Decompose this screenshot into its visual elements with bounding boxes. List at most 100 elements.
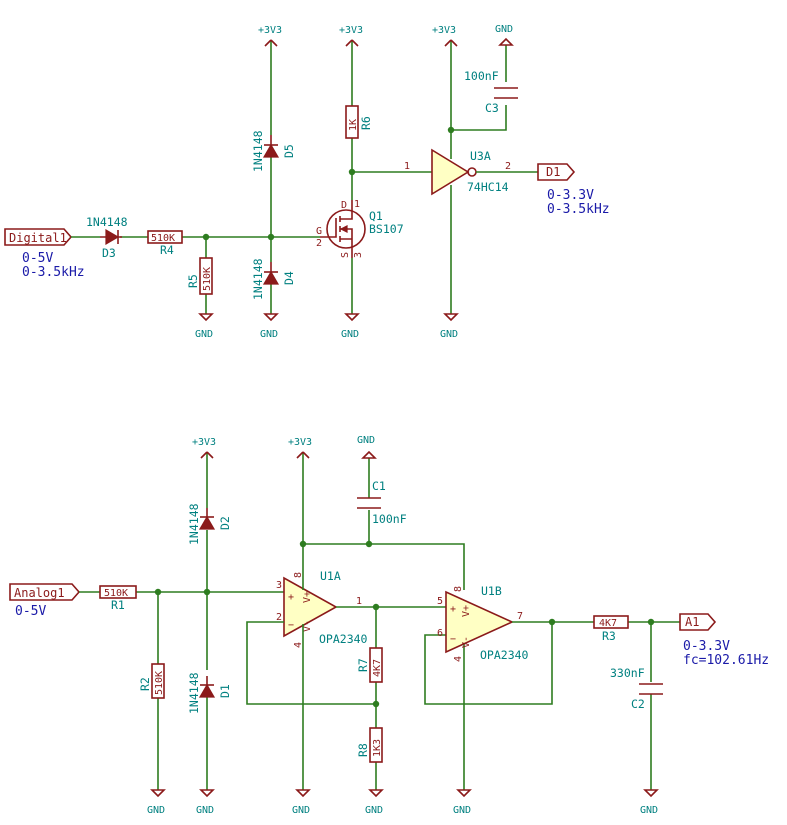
u1a-pin-4: 4 bbox=[293, 642, 304, 648]
resistor-r5[interactable]: 510K bbox=[199, 257, 213, 295]
gnd-label: GND bbox=[196, 805, 214, 816]
r7-ref: R7 bbox=[356, 658, 370, 672]
u1b-vpos: V+ bbox=[461, 605, 472, 617]
capacitor-c1[interactable] bbox=[357, 497, 381, 509]
u1a-pin-2: 2 bbox=[276, 612, 282, 623]
analog1-note-range: 0-5V bbox=[15, 604, 46, 619]
q1-pin-g: G bbox=[316, 226, 322, 237]
r6-ref: R6 bbox=[359, 116, 373, 130]
pwr-label: +3V3 bbox=[288, 437, 312, 448]
u1a-plus: + bbox=[288, 592, 294, 603]
q1-ref: Q1 bbox=[369, 209, 383, 223]
u1b-pin-4: 4 bbox=[453, 656, 464, 662]
analog1-port[interactable]: Analog1 bbox=[9, 583, 81, 601]
d1-ref: D1 bbox=[218, 684, 232, 698]
q1-pin-s: S bbox=[340, 252, 351, 258]
q1-pin-d: D bbox=[341, 200, 347, 211]
mosfet-q1[interactable] bbox=[320, 200, 366, 258]
d2-ref: D2 bbox=[218, 516, 232, 530]
gnd-label: GND bbox=[365, 805, 383, 816]
u1a-vpos: V+ bbox=[302, 591, 313, 603]
d4-value: 1N4148 bbox=[251, 258, 265, 300]
u1a-ref: U1A bbox=[320, 569, 341, 583]
pwr-label: +3V3 bbox=[258, 25, 282, 36]
u1b-pin-5: 5 bbox=[437, 596, 443, 607]
u3-ref: U3A bbox=[470, 149, 491, 163]
diode-d3[interactable] bbox=[100, 228, 122, 246]
capacitor-c3[interactable] bbox=[494, 87, 518, 99]
u1a-pin-1: 1 bbox=[356, 596, 362, 607]
digital1-note-freq: 0-3.5kHz bbox=[22, 265, 85, 280]
q1-value: BS107 bbox=[369, 222, 404, 236]
junction bbox=[447, 126, 455, 134]
r4-value: 510K bbox=[151, 233, 175, 244]
u1b-plus: + bbox=[450, 604, 456, 615]
c1-ref: C1 bbox=[372, 479, 386, 493]
digital-section: Digital1 0-5V 0-3.5kHz 1N4148 D3 510K R4… bbox=[4, 24, 610, 340]
r2-ref: R2 bbox=[138, 677, 152, 691]
pwr-label: +3V3 bbox=[339, 25, 363, 36]
u3-power-wire bbox=[450, 40, 507, 314]
power-3v3-symbol: +3V3 bbox=[192, 437, 216, 459]
u1b-ref: U1B bbox=[481, 584, 502, 598]
d1-port-label: D1 bbox=[546, 165, 560, 179]
resistor-r4[interactable]: 510K bbox=[147, 230, 183, 244]
digital1-port[interactable]: Digital1 bbox=[4, 228, 73, 246]
gnd-symbol: GND bbox=[195, 313, 214, 340]
diode-d2[interactable] bbox=[198, 508, 216, 530]
r4-ref: R4 bbox=[160, 243, 174, 257]
gnd-symbol: GND bbox=[440, 313, 459, 340]
c1-wire bbox=[303, 458, 465, 590]
a1-note-range: 0-3.3V bbox=[683, 639, 730, 654]
capacitor-c2[interactable] bbox=[639, 683, 663, 695]
diode-d5[interactable] bbox=[262, 135, 280, 158]
gnd-label: GND bbox=[357, 435, 375, 446]
d4-ref: D4 bbox=[282, 271, 296, 285]
u1a-wires bbox=[246, 452, 430, 790]
digital1-port-label: Digital1 bbox=[9, 231, 67, 245]
d1-note-range: 0-3.3V bbox=[547, 188, 594, 203]
power-3v3-symbol: +3V3 bbox=[432, 25, 458, 47]
d3-value: 1N4148 bbox=[86, 215, 128, 229]
resistor-r7[interactable]: 4K7 bbox=[369, 647, 383, 683]
resistor-r3[interactable]: 4K7 bbox=[593, 615, 629, 629]
r8-value: 1K3 bbox=[372, 739, 383, 757]
diode-d4[interactable] bbox=[262, 262, 280, 285]
u1a-minus: − bbox=[288, 620, 294, 631]
r3-value: 4K7 bbox=[599, 618, 617, 629]
diode-d1[interactable] bbox=[198, 676, 216, 698]
d1-note-freq: 0-3.5kHz bbox=[547, 202, 610, 217]
power-3v3-symbol: +3V3 bbox=[288, 437, 312, 459]
u1a-pin-3: 3 bbox=[276, 580, 282, 591]
gnd-symbol: GND bbox=[495, 24, 514, 46]
u1a-pin-8: 8 bbox=[293, 572, 304, 578]
a1-output-port[interactable]: A1 bbox=[679, 613, 717, 631]
resistor-r1[interactable]: 510K bbox=[99, 585, 137, 599]
resistor-r8[interactable]: 1K3 bbox=[369, 727, 383, 763]
resistor-r6[interactable]: 1K bbox=[345, 105, 359, 139]
gnd-label: GND bbox=[195, 329, 213, 340]
u3-pin-out: 2 bbox=[505, 161, 511, 172]
gnd-label: GND bbox=[495, 24, 513, 35]
digital1-note-range: 0-5V bbox=[22, 251, 53, 266]
d1-output-port[interactable]: D1 bbox=[537, 163, 576, 181]
u1a-vneg: V- bbox=[302, 620, 313, 632]
gnd-label: GND bbox=[453, 805, 471, 816]
opamp-u1b[interactable] bbox=[445, 590, 514, 654]
u1b-vneg: V- bbox=[461, 636, 472, 648]
u1b-value: OPA2340 bbox=[480, 648, 529, 662]
r5-ref: R5 bbox=[186, 274, 200, 288]
gnd-label: GND bbox=[341, 329, 359, 340]
d1-value: 1N4148 bbox=[187, 672, 201, 714]
u1b-pin-7: 7 bbox=[517, 611, 523, 622]
c3-value: 100nF bbox=[464, 69, 499, 83]
gnd-symbol: GND bbox=[147, 789, 166, 816]
u1a-value: OPA2340 bbox=[319, 632, 368, 646]
c1-value: 100nF bbox=[372, 512, 407, 526]
opamp-u1a[interactable] bbox=[283, 576, 338, 638]
pwr-label: +3V3 bbox=[192, 437, 216, 448]
c2-value: 330nF bbox=[610, 666, 645, 680]
u1b-pin-8: 8 bbox=[453, 586, 464, 592]
resistor-r2[interactable]: 510K bbox=[151, 663, 165, 699]
gnd-label: GND bbox=[440, 329, 458, 340]
